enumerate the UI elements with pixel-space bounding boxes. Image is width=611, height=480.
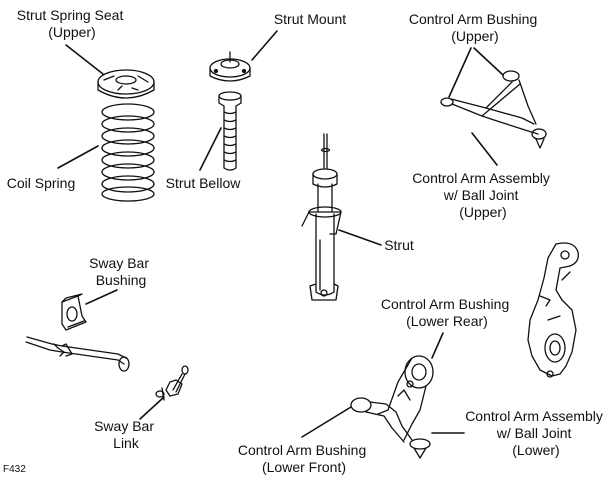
labels: Strut Spring Seat (Upper) Strut Mount Co… — [7, 7, 607, 475]
label-control-arm-bushing-upper: Control Arm Bushing (Upper) — [409, 11, 541, 44]
leader-control-arm-upper — [471, 132, 498, 166]
control-arm-lower-illustration — [350, 355, 434, 459]
leader-coil-spring — [57, 145, 99, 169]
leader-strut-bellow — [199, 127, 222, 171]
leader-bushing-lower-rear — [431, 332, 444, 359]
leader-bushing-upper-right — [473, 47, 504, 76]
label-control-arm-assembly-upper: Control Arm Assembly w/ Ball Joint (Uppe… — [412, 170, 554, 220]
label-control-arm-bushing-lower-front: Control Arm Bushing (Lower Front) — [238, 442, 370, 475]
control-arm-upper-illustration — [440, 70, 547, 149]
sway-bar-link-illustration — [155, 365, 189, 401]
steering-knuckle-illustration — [527, 242, 579, 378]
label-strut: Strut — [384, 237, 414, 253]
label-control-arm-bushing-lower-rear: Control Arm Bushing (Lower Rear) — [381, 296, 513, 329]
leader-sway-bar-link — [139, 396, 165, 420]
leader-strut-spring-seat — [65, 44, 104, 75]
strut-spring-seat-illustration — [97, 69, 155, 99]
sway-bar-bushing-illustration — [61, 293, 87, 331]
figure-code: F432 — [3, 464, 26, 475]
leader-strut — [338, 229, 382, 246]
strut-bellow-illustration — [218, 91, 242, 171]
leader-sway-bar-bushing — [85, 289, 118, 305]
strut-illustration — [301, 133, 342, 301]
label-control-arm-assembly-lower: Control Arm Assembly w/ Ball Joint (Lowe… — [465, 408, 607, 458]
strut-mount-illustration — [209, 51, 251, 82]
sway-bar-illustration — [25, 336, 130, 372]
leader-strut-mount — [251, 30, 278, 61]
leader-lines — [57, 30, 504, 438]
label-coil-spring: Coil Spring — [7, 175, 75, 191]
label-strut-mount: Strut Mount — [274, 11, 346, 27]
label-strut-spring-seat: Strut Spring Seat (Upper) — [17, 7, 128, 40]
coil-spring-illustration — [101, 103, 155, 202]
leader-bushing-lower-front — [301, 406, 352, 438]
leader-bushing-upper-left — [448, 47, 472, 98]
label-sway-bar-bushing: Sway Bar Bushing — [89, 255, 153, 288]
label-sway-bar-link: Sway Bar Link — [94, 418, 158, 451]
label-strut-bellow: Strut Bellow — [166, 175, 242, 191]
